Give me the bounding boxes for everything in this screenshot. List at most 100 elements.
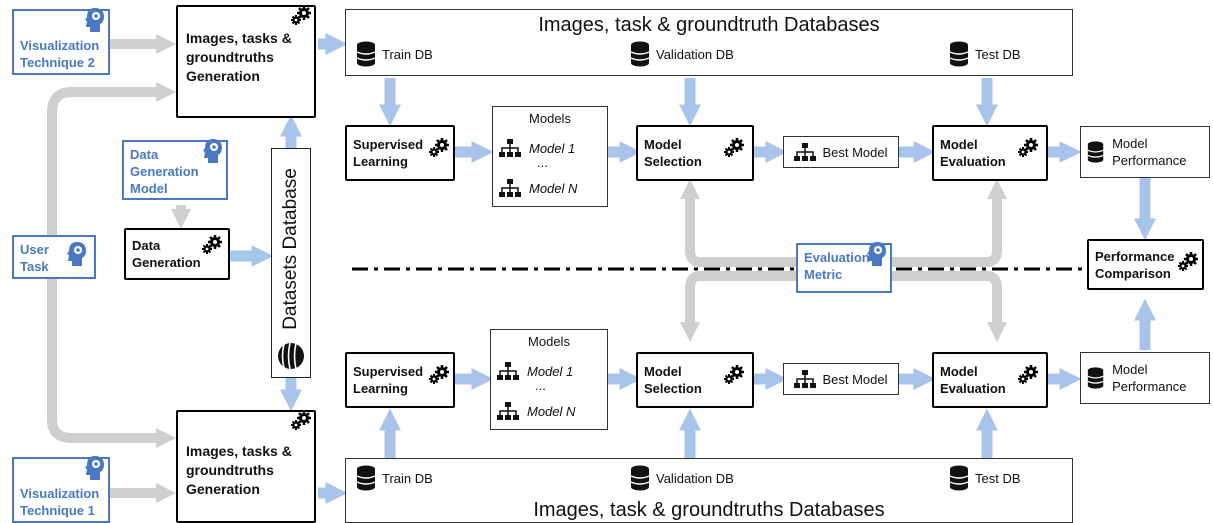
models-bottom-model-n-label: Model N: [527, 403, 576, 419]
models-top-box: Models Model 1 ... Model N: [492, 106, 608, 207]
model-selection-top-label: Model Selection: [644, 137, 702, 169]
hierarchy-icon: [794, 370, 817, 388]
top-db-title: Images, task & groundtruth Databases: [538, 14, 880, 36]
top-train-db-label: Train DB: [382, 46, 433, 62]
top-test-db-label: Test DB: [975, 46, 1021, 62]
supervised-learning-bottom: Supervised Learning: [345, 352, 455, 408]
data-generation-box: Data Generation: [124, 228, 230, 280]
vis-technique-1-box: Visualization Technique 1: [12, 456, 110, 523]
bottom-train-db: Train DB: [356, 465, 433, 491]
top-validation-db-label: Validation DB: [656, 46, 734, 62]
gear-icon: [429, 138, 449, 157]
supervised-learning-bottom-label: Supervised Learning: [353, 364, 424, 396]
generation-top-box: Images, tasks & groundtruths Generation: [176, 5, 316, 118]
best-model-bottom: Best Model: [783, 363, 899, 395]
user-task-label: User Task: [20, 242, 49, 274]
database-icon: [630, 41, 650, 67]
gear-icon: [291, 411, 311, 430]
user-task-box: User Task: [12, 235, 96, 279]
evaluation-metric-box: Evaluation Metric: [796, 242, 892, 293]
head-gear-icon: [67, 242, 86, 266]
database-icon: [356, 465, 376, 491]
datasets-database: Datasets Database: [271, 148, 311, 378]
database-icon: [1087, 367, 1104, 389]
gear-icon: [1018, 365, 1038, 384]
data-generation-label: Data Generation: [132, 238, 201, 270]
evaluation-metric-label: Evaluation Metric: [804, 250, 870, 282]
hierarchy-icon: [499, 179, 521, 197]
models-top-model-1: Model 1: [499, 139, 575, 157]
hierarchy-icon: [794, 143, 817, 161]
top-train-db: Train DB: [356, 41, 433, 67]
generation-bottom-box: Images, tasks & groundtruths Generation: [176, 410, 316, 523]
top-test-db: Test DB: [949, 41, 1021, 67]
bottom-test-db-label: Test DB: [975, 470, 1021, 486]
bottom-validation-db-label: Validation DB: [656, 470, 734, 486]
gear-icon: [1018, 138, 1038, 157]
gear-icon: [291, 6, 311, 25]
models-bottom-model-1: Model 1: [497, 362, 573, 380]
head-gear-icon: [203, 139, 222, 163]
best-model-bottom-label: Best Model: [822, 371, 888, 387]
top-db-container: Images, task & groundtruth Databases Tra…: [345, 9, 1073, 76]
database-icon: [949, 41, 969, 67]
arrow-metric-to-evaluation-bottom: [880, 271, 1007, 342]
head-gear-icon: [85, 8, 104, 32]
supervised-learning-top: Supervised Learning: [345, 125, 455, 181]
data-generation-model-box: Data Generation Model: [122, 139, 228, 200]
model-evaluation-bottom: Model Evaluation: [932, 352, 1048, 408]
bottom-validation-db: Validation DB: [630, 465, 734, 491]
bottom-db-container: Train DB Validation DB Test DB Images, t…: [345, 458, 1073, 523]
model-performance-bottom-label: Model Performance: [1112, 362, 1187, 394]
vis-technique-2-box: Visualization Technique 2: [12, 8, 110, 75]
models-bottom-ellipsis: ...: [535, 378, 546, 393]
gear-icon: [724, 138, 744, 157]
models-top-title: Models: [529, 111, 571, 126]
gear-icon: [724, 365, 744, 384]
bottom-test-db: Test DB: [949, 465, 1021, 491]
head-gear-icon: [867, 242, 886, 266]
models-bottom-title: Models: [528, 334, 570, 349]
bottom-db-title: Images, task & groundtruths Databases: [533, 499, 885, 521]
arrow-usertask-to-generation-bottom: [47, 275, 176, 448]
gear-icon: [429, 365, 449, 384]
models-bottom-model-1-label: Model 1: [527, 363, 574, 379]
best-model-top: Best Model: [783, 136, 899, 168]
models-bottom-box: Models Model 1 ... Model N: [490, 329, 608, 430]
gear-icon: [202, 235, 222, 254]
performance-comparison-label: Performance Comparison: [1095, 248, 1175, 281]
arrow-metric-to-selection-top: [680, 179, 800, 267]
model-selection-bottom: Model Selection: [636, 352, 754, 408]
database-icon: [630, 465, 650, 491]
gear-icon: [1178, 252, 1198, 271]
datasets-database-label: Datasets Database: [280, 168, 301, 331]
database-icon: [949, 465, 969, 491]
model-selection-bottom-label: Model Selection: [644, 364, 702, 396]
head-gear-icon: [85, 456, 104, 480]
arrow-metric-to-selection-bottom: [680, 271, 800, 342]
model-performance-bottom: Model Performance: [1080, 352, 1210, 404]
performance-comparison-box: Performance Comparison: [1087, 239, 1204, 290]
model-evaluation-top-label: Model Evaluation: [940, 137, 1006, 169]
models-top-ellipsis: ...: [537, 155, 548, 170]
generation-top-label: Images, tasks & groundtruths Generation: [186, 30, 292, 84]
hierarchy-icon: [497, 402, 519, 420]
data-generation-model-label: Data Generation Model: [130, 147, 199, 196]
vis-technique-1-label: Visualization Technique 1: [20, 486, 100, 518]
bottom-train-db-label: Train DB: [382, 470, 433, 486]
database-icon: [1087, 141, 1104, 163]
best-model-top-label: Best Model: [822, 144, 888, 160]
model-performance-top: Model Performance: [1080, 126, 1210, 178]
supervised-learning-top-label: Supervised Learning: [353, 137, 424, 169]
model-evaluation-bottom-label: Model Evaluation: [940, 364, 1006, 396]
hierarchy-icon: [497, 362, 519, 380]
models-bottom-model-n: Model N: [497, 402, 575, 420]
arrow-metric-to-evaluation-top: [880, 179, 1007, 267]
model-performance-top-label: Model Performance: [1112, 136, 1187, 168]
top-validation-db: Validation DB: [630, 41, 734, 67]
vis-technique-2-label: Visualization Technique 2: [20, 38, 100, 70]
database-icon: [278, 342, 304, 370]
database-icon: [356, 41, 376, 67]
model-selection-top: Model Selection: [636, 125, 754, 181]
